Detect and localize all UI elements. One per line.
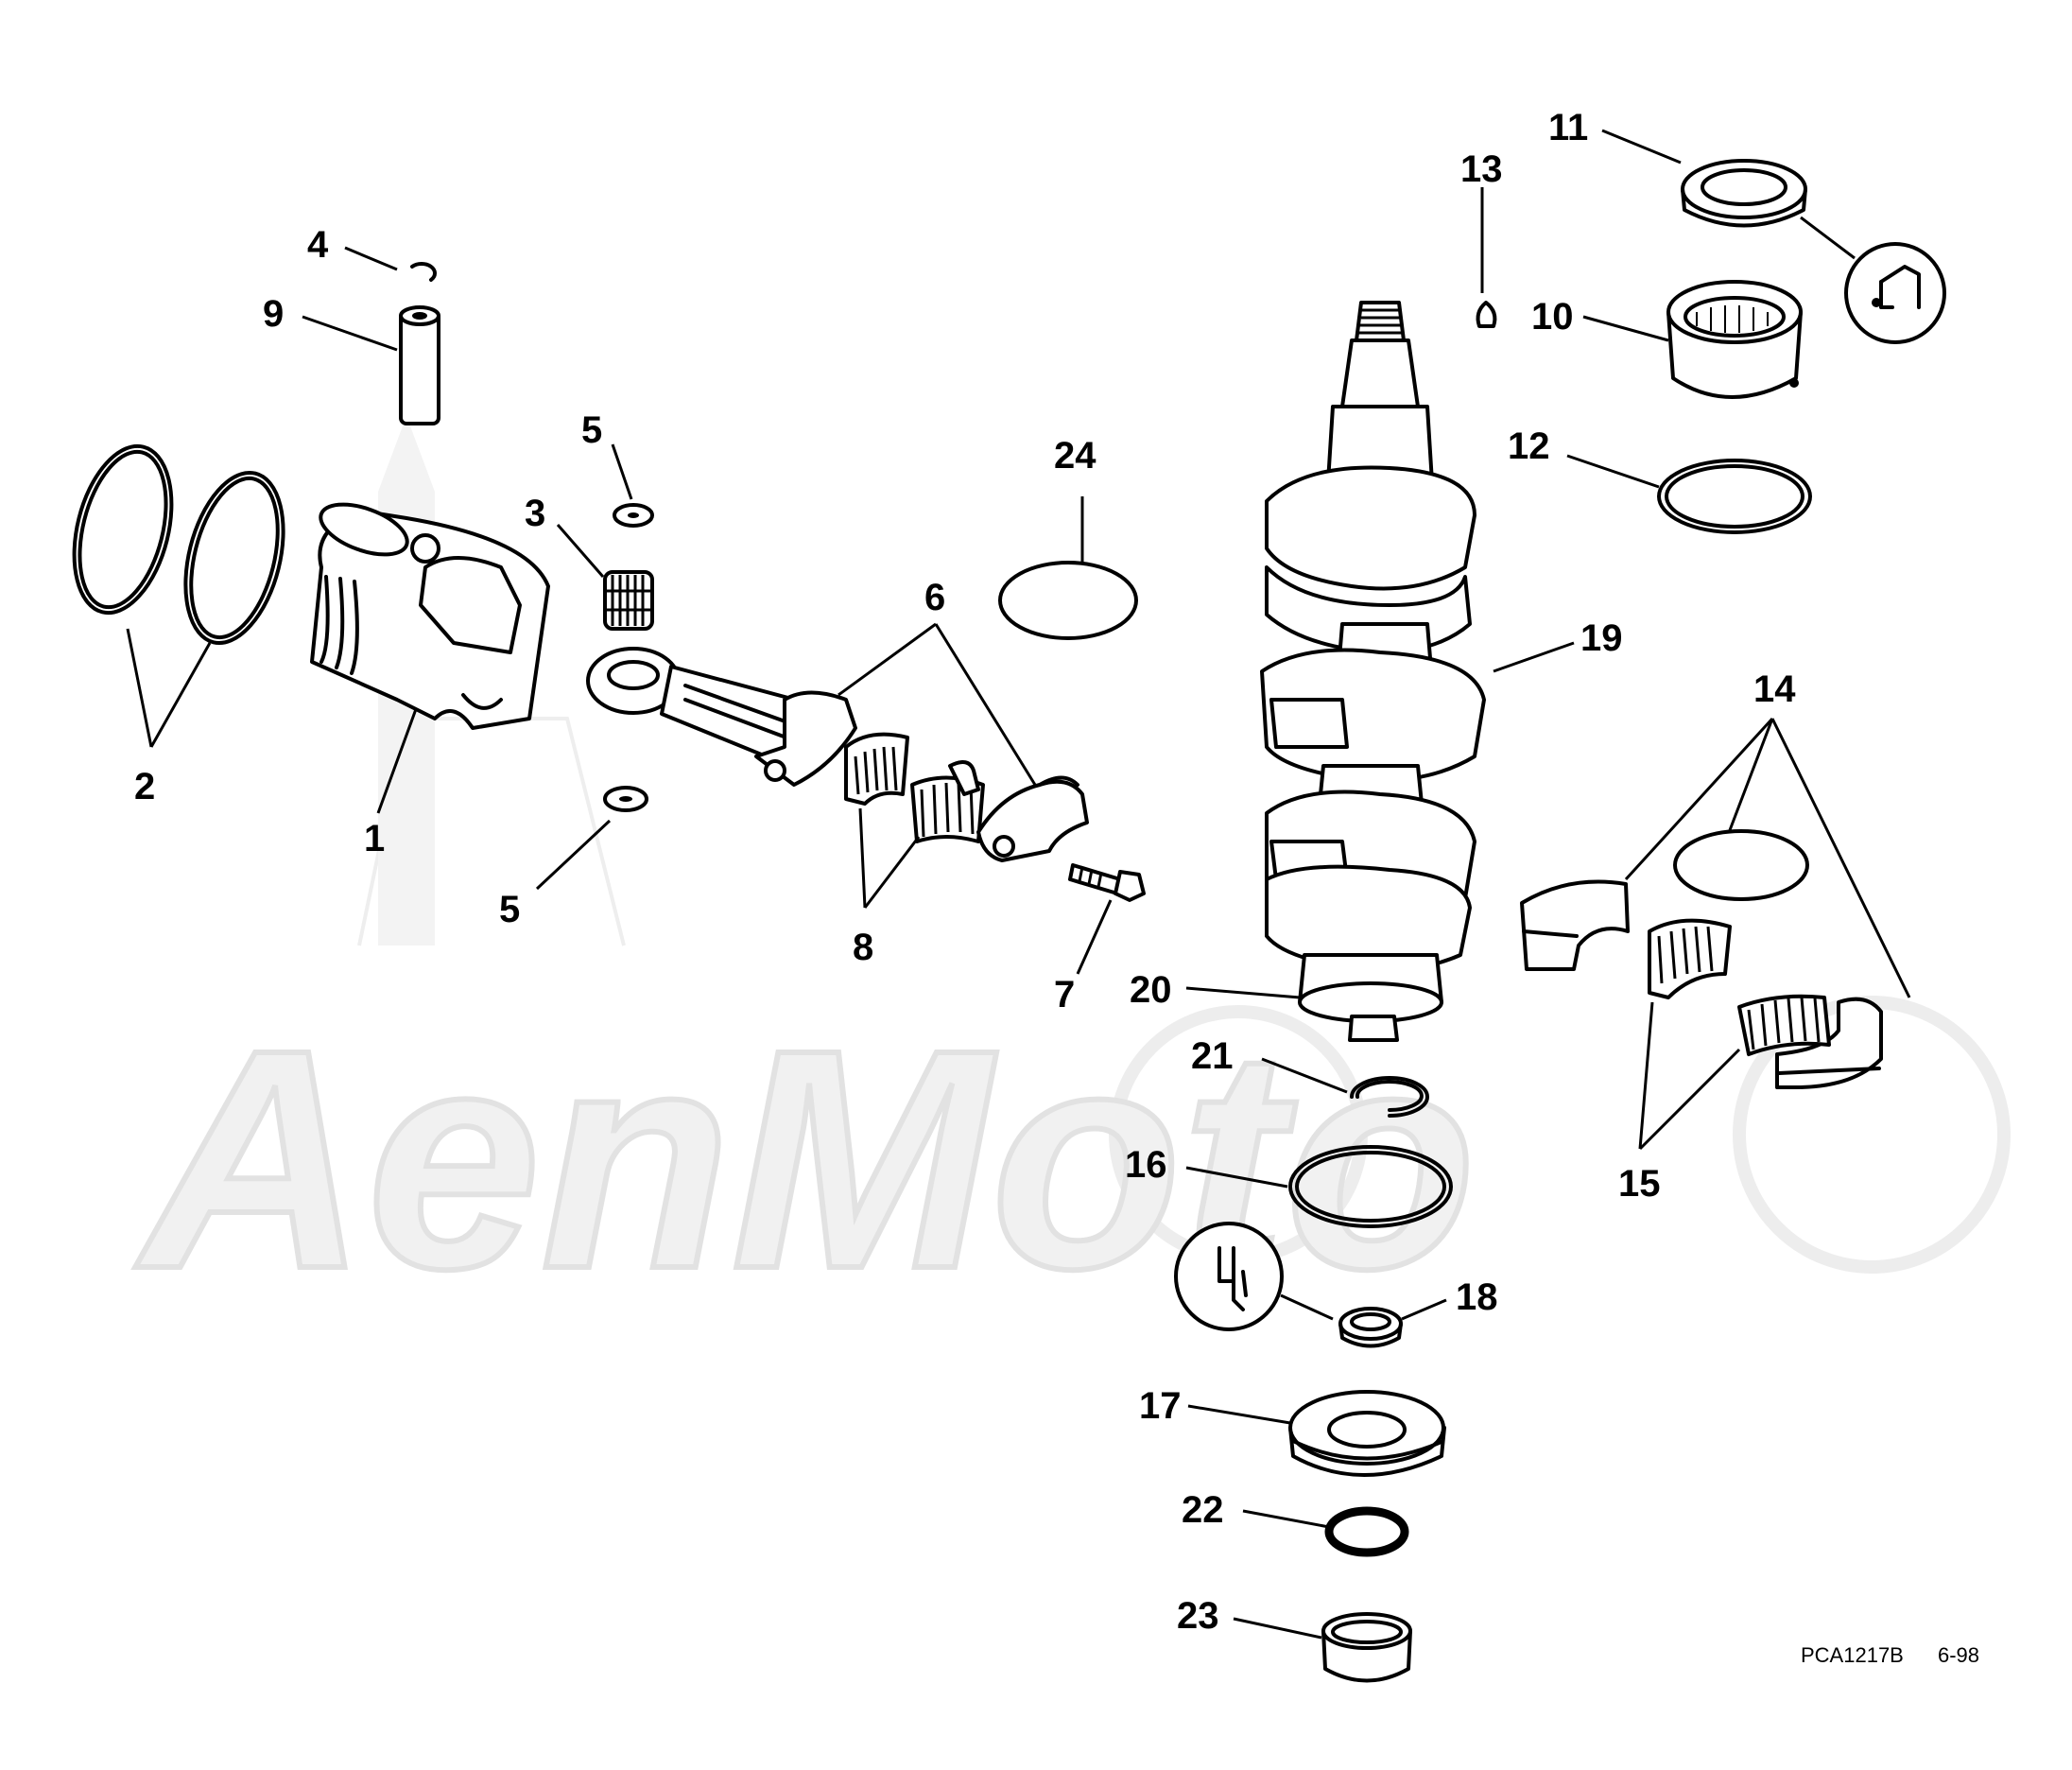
callout-4: 4 [307,224,329,266]
callout-18: 18 [1456,1276,1498,1318]
callout-19: 19 [1580,617,1623,659]
part-connecting-rod [586,647,857,787]
part-9-wrist-pin [399,305,440,425]
part-18-seal [1338,1307,1403,1348]
part-4-circlip [410,262,437,282]
part-2-piston-rings [72,443,285,646]
callout-2: 2 [134,766,155,807]
callout-1: 1 [364,818,385,859]
leader-lines [126,129,1911,1640]
callout-24: 24 [1054,435,1096,477]
callout-22: 22 [1182,1489,1224,1531]
drawing-number: PCA1217B [1801,1643,1904,1667]
part-15-main-bearing-cages [1648,918,1831,1056]
part-3-needle-bearing [603,570,654,631]
callout-9: 9 [263,293,284,335]
callout-12: 12 [1508,425,1550,467]
callout-5-top: 5 [581,409,602,451]
part-19-crankshaft [1260,301,1486,1042]
part-7-rod-bolt [1068,863,1146,902]
part-16-o-ring [1288,1145,1453,1228]
part-17-bearing-housing [1288,1390,1446,1477]
callout-10: 10 [1531,296,1574,338]
sealant-icon [1174,1222,1334,1331]
part-5-thrust-washers [603,503,654,812]
part-24-o-ring [998,561,1138,640]
part-rod-cap [976,775,1089,862]
callout-8: 8 [853,927,873,968]
callout-16: 16 [1125,1144,1167,1186]
callout-5-bottom: 5 [499,889,520,930]
callout-11: 11 [1548,107,1588,148]
callout-3: 3 [525,493,545,534]
callout-6: 6 [924,577,945,618]
drawing-code: PCA1217B 6-98 [1801,1643,1979,1667]
part-11-oil-seal [1681,159,1807,228]
part-22-o-ring [1324,1506,1409,1557]
part-8-rod-bearings [844,732,985,843]
part-12-retaining-ring [1657,459,1812,534]
part-23-bushing [1321,1612,1412,1683]
part-10-roller-bearing [1666,280,1803,399]
callout-20: 20 [1130,969,1172,1011]
part-21-snap-ring [1350,1076,1429,1118]
part-13-woodruff-key [1476,301,1497,328]
callout-21: 21 [1191,1035,1234,1077]
callout-14: 14 [1753,668,1796,710]
callouts: 4 9 5 3 24 6 2 1 5 8 7 20 21 16 18 17 22… [134,107,1796,1637]
lubricant-icon [1800,216,1946,344]
callout-17: 17 [1139,1385,1182,1427]
callout-23: 23 [1177,1595,1219,1637]
part-1-piston [310,502,550,730]
drawing-date: 6-98 [1938,1643,1979,1667]
callout-7: 7 [1054,974,1075,1015]
callout-15: 15 [1618,1163,1661,1205]
callout-13: 13 [1460,148,1503,190]
